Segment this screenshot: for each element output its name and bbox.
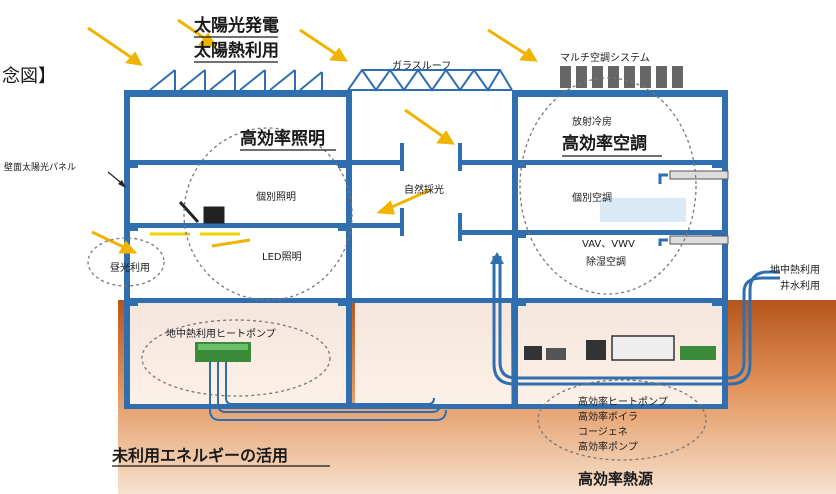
solar-power-label: 太陽光発電 bbox=[194, 16, 279, 36]
hp-boiler-label: 高効率ボイラ bbox=[578, 412, 638, 423]
individual-lighting-label: 個別照明 bbox=[256, 192, 296, 203]
basement-mid bbox=[355, 303, 511, 406]
multi-ac-units bbox=[560, 66, 683, 88]
well-water-use-label: 井水利用 bbox=[780, 281, 820, 292]
geo-heat-pump-detail bbox=[198, 344, 248, 350]
dehumid-ac-label: 除湿空調 bbox=[586, 257, 626, 268]
multi-ac-label: マルチ空調システム bbox=[560, 53, 650, 64]
ground-heat-pipes bbox=[209, 360, 447, 421]
solar-heat-label: 太陽熱利用 bbox=[194, 41, 279, 61]
unused-energy-label: 未利用エネルギーの活用 bbox=[112, 446, 289, 465]
high-eff-heat-source-label: 高効率熱源 bbox=[578, 470, 654, 488]
geothermal-pipe bbox=[492, 256, 780, 386]
desk-lamp bbox=[178, 200, 225, 224]
hp-heat-pump-label: 高効率ヒートポンプ bbox=[578, 397, 668, 408]
heat-source-equipment bbox=[524, 335, 716, 361]
glass-roof-truss bbox=[347, 68, 513, 92]
concept-title-fragment: 念図】 bbox=[2, 66, 56, 87]
high-eff-ac-label: 高効率空調 bbox=[562, 134, 647, 154]
roof-solar-panels bbox=[149, 69, 323, 91]
sunlight-arrows bbox=[87, 18, 538, 254]
led-lighting-label: LED照明 bbox=[262, 252, 302, 263]
radiant-cooling-label: 放射冷房 bbox=[572, 117, 612, 128]
heading-underlines bbox=[112, 36, 662, 467]
hp-pump-label: 高効率ポンプ bbox=[578, 442, 638, 453]
wall-solar-panel-label: 壁面太陽光パネル bbox=[4, 163, 77, 173]
geo-heat-use-label: 地中熱利用 bbox=[770, 265, 820, 276]
geo-heat-pump-label: 地中熱利用ヒートポンプ bbox=[166, 329, 276, 340]
ac-ducts bbox=[600, 170, 729, 246]
individual-ac-label: 個別空調 bbox=[572, 193, 612, 204]
cogeneration-label: コージェネ bbox=[578, 427, 628, 438]
natural-lighting-label: 自然採光 bbox=[404, 185, 444, 196]
daylight-use-label: 昼光利用 bbox=[110, 263, 150, 274]
vav-vwv-label: VAV、VWV bbox=[582, 239, 635, 250]
glass-roof-label: ガラスルーフ bbox=[392, 61, 452, 72]
wall-solar-pointer-head bbox=[118, 180, 126, 188]
dashed-zones bbox=[87, 77, 707, 461]
up-arrow bbox=[490, 252, 504, 264]
high-eff-lighting-label: 高効率照明 bbox=[240, 129, 325, 149]
